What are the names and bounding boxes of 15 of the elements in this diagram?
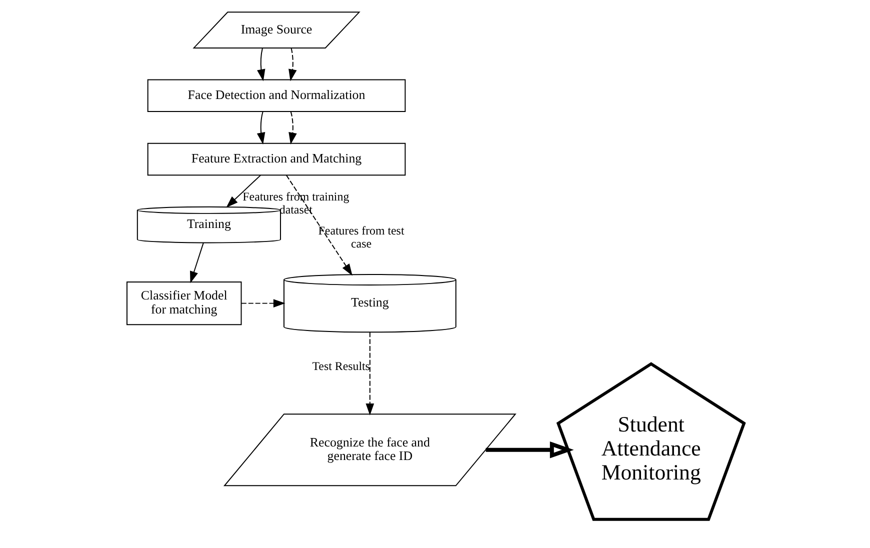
arrow [288, 48, 296, 82]
arrow [288, 111, 296, 145]
arrow [190, 242, 204, 284]
arrow [240, 299, 285, 308]
edge-label: Test Results [312, 358, 370, 373]
arrow [485, 442, 574, 458]
node-box: Face Detection and Normalization [146, 79, 406, 112]
arrow [256, 111, 265, 145]
arrow [365, 332, 374, 416]
arrow [285, 174, 352, 276]
node-box: Feature Extraction and Matching [146, 142, 406, 176]
edge-label: Features from test case [318, 223, 404, 250]
arrow [256, 48, 265, 82]
node-box: Classifier Model for matching [126, 281, 242, 326]
arrow [226, 174, 260, 208]
